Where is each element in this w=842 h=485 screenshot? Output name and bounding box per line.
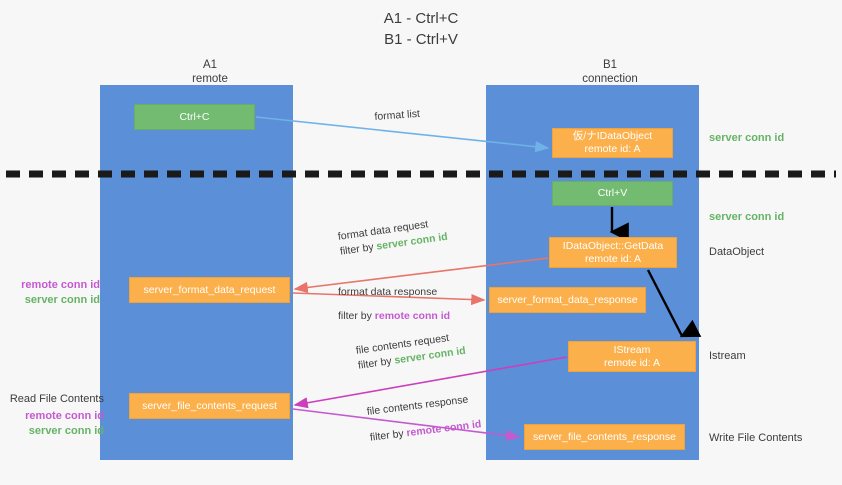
- column-header-a1-name: A1: [202, 59, 218, 71]
- node-data-object[interactable]: 仮/ナIDataObject remote id: A: [552, 128, 673, 158]
- annotation-file-contents-request-prefix: filter by: [357, 354, 396, 372]
- node-server-format-data-response-label: server_format_data_response: [497, 293, 638, 306]
- label-left-conn-ids-bottom: Read File Contents remote conn id server…: [8, 392, 104, 439]
- title-line-1: A1 - Ctrl+C: [383, 10, 459, 27]
- annotation-format-data-response-prefix: filter by: [338, 310, 375, 322]
- label-server-conn-id-top: server conn id: [709, 132, 785, 144]
- title-line-2: B1 - Ctrl+V: [384, 31, 458, 48]
- label-left-conn-ids-top: remote conn id server conn id: [8, 278, 100, 308]
- node-server-format-data-request[interactable]: server_format_data_request: [129, 277, 290, 303]
- node-server-file-contents-request[interactable]: server_file_contents_request: [129, 393, 290, 419]
- node-get-data[interactable]: IDataObject::GetData remote id: A: [549, 237, 677, 268]
- annotation-format-data-response-line2: filter by remote conn id: [338, 309, 450, 324]
- label-server-conn-id-left-top: server conn id: [24, 294, 100, 306]
- column-header-b1-name: B1: [602, 59, 618, 71]
- node-server-format-data-request-label: server_format_data_request: [143, 283, 276, 296]
- annotation-format-data-response-token: remote conn id: [374, 310, 451, 322]
- label-server-conn-id-left-bottom: server conn id: [28, 425, 104, 437]
- annotation-format-data-response: format data response filter by remote co…: [338, 285, 450, 324]
- node-istream-label: IStream: [613, 343, 651, 356]
- annotation-format-data-request-prefix: filter by: [339, 240, 378, 258]
- column-header-b1-role: connection: [582, 73, 638, 85]
- annotation-file-contents-response-prefix: filter by: [369, 427, 408, 444]
- node-server-file-contents-response[interactable]: server_file_contents_response: [524, 424, 685, 450]
- column-header-a1-role: remote: [192, 73, 228, 85]
- label-read-file-contents: Read File Contents: [9, 393, 104, 405]
- node-istream-sub: remote id: A: [603, 356, 661, 369]
- node-data-object-label: 仮/ナIDataObject: [572, 130, 653, 142]
- label-data-object: DataObject: [709, 246, 765, 258]
- label-istream: Istream: [709, 350, 746, 362]
- label-remote-conn-id-top: remote conn id: [21, 279, 100, 291]
- node-server-file-contents-response-label: server_file_contents_response: [532, 430, 676, 443]
- dashed-separator: [6, 170, 836, 178]
- node-ctrl-c[interactable]: Ctrl+C: [134, 104, 255, 130]
- annotation-format-list: format list: [374, 107, 420, 125]
- annotation-format-data-response-line1: format data response: [338, 286, 438, 298]
- label-server-conn-id-mid: server conn id: [709, 211, 785, 223]
- page-title: A1 - Ctrl+C B1 - Ctrl+V: [0, 8, 842, 50]
- column-header-b1: B1 connection: [530, 58, 690, 86]
- node-server-format-data-response[interactable]: server_format_data_response: [489, 287, 646, 313]
- node-ctrl-c-label: Ctrl+C: [179, 110, 210, 123]
- node-get-data-sub: remote id: A: [584, 252, 642, 265]
- label-write-file-contents: Write File Contents: [709, 432, 803, 444]
- node-data-object-sub: remote id: A: [584, 143, 641, 155]
- annotation-format-list-text: format list: [374, 107, 421, 123]
- label-remote-conn-id-bottom: remote conn id: [25, 410, 104, 422]
- node-ctrl-v[interactable]: Ctrl+V: [552, 181, 673, 206]
- node-ctrl-v-label: Ctrl+V: [597, 187, 628, 199]
- node-server-file-contents-request-label: server_file_contents_request: [142, 399, 277, 412]
- node-istream[interactable]: IStream remote id: A: [568, 341, 696, 372]
- node-get-data-label: IDataObject::GetData: [562, 239, 664, 252]
- column-header-a1: A1 remote: [130, 58, 290, 86]
